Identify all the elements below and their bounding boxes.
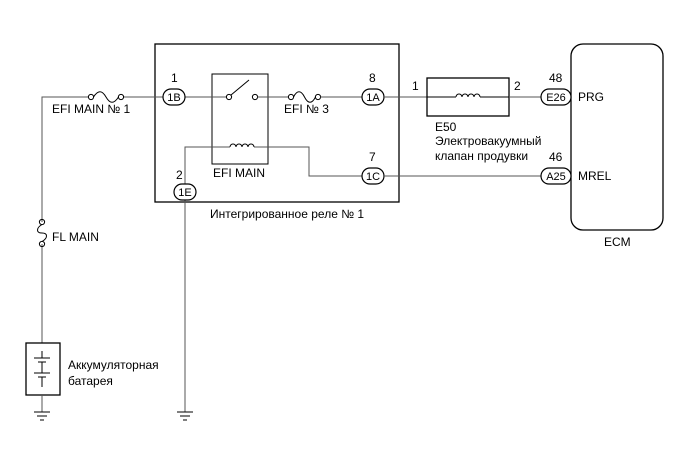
battery-symbol: [34, 351, 50, 387]
valve-name-line1: Электровакуумный: [435, 134, 542, 148]
ecm-pin-48-label: 48: [549, 71, 563, 85]
connector-1b-label: 1B: [167, 92, 180, 104]
fuse-efi-main-1-symbol: [87, 91, 125, 103]
battery-label-line1: Аккумуляторная: [68, 358, 159, 372]
ecm-pin-46-label: 46: [549, 150, 563, 164]
connector-1a-label: 1A: [366, 92, 380, 104]
valve-code-label: E50: [435, 120, 457, 134]
pin-7-label: 7: [369, 150, 376, 164]
connector-a25: [540, 167, 572, 185]
fuse-efi-3-symbol: [287, 91, 322, 103]
relay-coil-icon: [229, 143, 255, 148]
efi-main-relay-label: EFI MAIN: [213, 166, 265, 180]
pin-8-label: 8: [369, 71, 376, 85]
connector-1b: [162, 88, 186, 106]
fuse-fl-main-symbol: [37, 218, 47, 248]
valve-pin-2-label: 2: [514, 79, 521, 93]
relay-switch-contact: [225, 79, 259, 101]
valve-pin-1-label: 1: [412, 79, 419, 93]
integrated-relay-box: [154, 43, 400, 203]
valve-name-line2: клапан продувки: [435, 149, 528, 163]
pin-1-label: 1: [171, 71, 178, 85]
ecm-prg-label: PRG: [578, 90, 604, 104]
efi-main-relay-box: [211, 73, 269, 165]
wire-1e-coil-1c: [184, 146, 362, 184]
fuse-fl-main-label: FL MAIN: [52, 230, 99, 244]
battery-label-line2: батарея: [68, 374, 113, 388]
fuse-efi-main-1-label: EFI MAIN № 1: [52, 102, 131, 116]
connector-e26: [540, 88, 572, 106]
wire-battery-to-1b: [41, 96, 163, 343]
connector-a25-label: A25: [546, 171, 566, 183]
pin-2-label: 2: [176, 168, 183, 182]
connector-1c-label: 1C: [366, 171, 380, 183]
ecm-box: [570, 43, 664, 231]
connector-1e: [173, 183, 197, 201]
relay-ground-icon: [177, 411, 193, 421]
battery-ground-icon: [34, 411, 50, 421]
ecm-mrel-label: MREL: [578, 169, 612, 183]
relay-box-caption: Интегрированное реле № 1: [210, 207, 364, 221]
purge-valve-coil-icon: [427, 93, 509, 98]
ecm-label: ECM: [604, 235, 631, 249]
connector-1e-label: 1E: [178, 187, 191, 199]
battery-box: [25, 342, 61, 396]
connector-e26-label: E26: [546, 92, 566, 104]
fuse-efi-3-label: EFI № 3: [284, 102, 329, 116]
